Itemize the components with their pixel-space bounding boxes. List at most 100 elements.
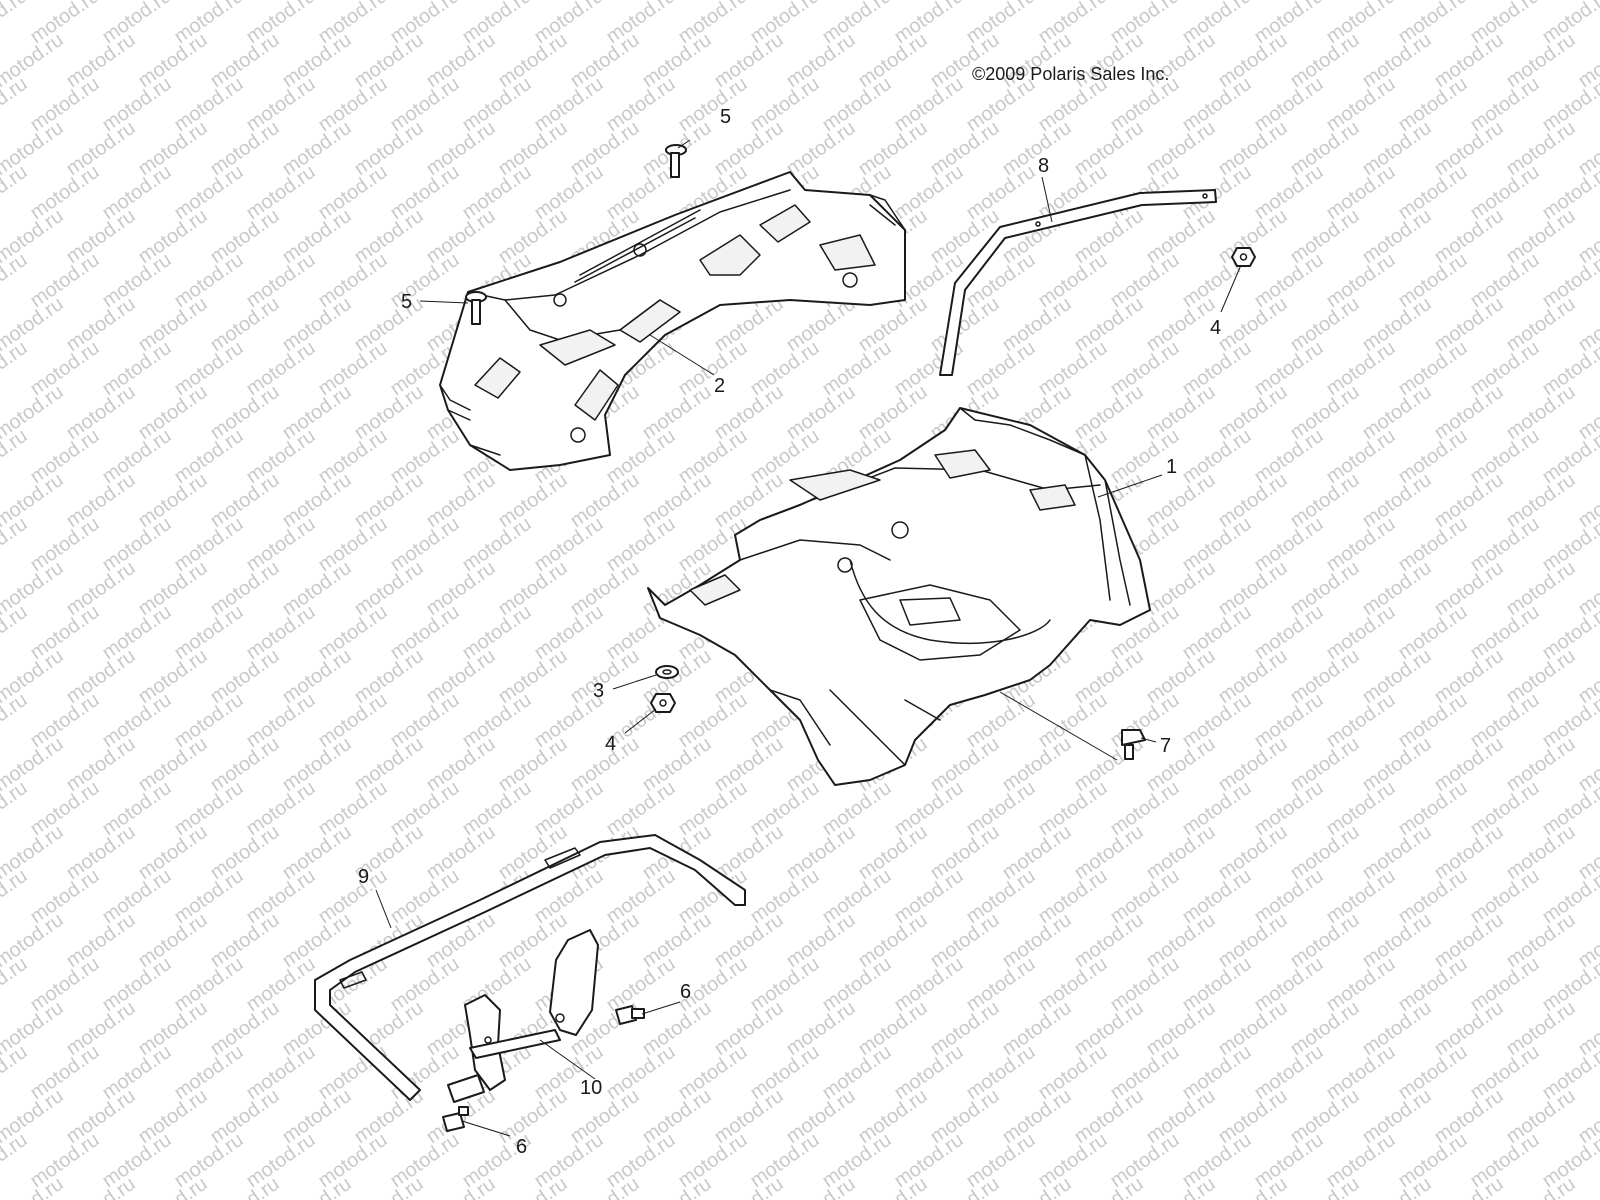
watermark-text: motod.ru [1502, 821, 1579, 884]
part-4-nut-right[interactable] [1231, 247, 1256, 267]
part-2-rear-rack[interactable] [439, 171, 906, 471]
watermark-text: motod.ru [242, 161, 319, 224]
watermark-text: motod.ru [1250, 953, 1327, 1016]
part-7-rivet[interactable] [1121, 729, 1146, 760]
watermark-text: motod.ru [998, 293, 1075, 356]
watermark-text: motod.ru [134, 469, 211, 532]
watermark-text: motod.ru [602, 865, 679, 928]
watermark-text: motod.ru [314, 161, 391, 224]
watermark-text: motod.ru [1214, 469, 1291, 532]
watermark-text: motod.ru [206, 381, 283, 444]
watermark-text: motod.ru [1286, 469, 1363, 532]
watermark-text: motod.ru [98, 249, 175, 312]
watermark-text: motod.ru [1358, 909, 1435, 972]
callout-7: 7 [1160, 735, 1171, 757]
watermark-text: motod.ru [1394, 249, 1471, 312]
watermark-text: motod.ru [638, 1085, 715, 1148]
watermark-text: motod.ru [566, 557, 643, 620]
watermark-text: motod.ru [1322, 73, 1399, 136]
part-5-bolt-top[interactable] [665, 144, 687, 178]
part-3-washer[interactable] [655, 665, 679, 679]
watermark-text: motod.ru [1034, 865, 1111, 928]
watermark-text: motod.ru [350, 469, 427, 532]
watermark-text: motod.ru [1394, 1041, 1471, 1104]
watermark-text: motod.ru [1322, 601, 1399, 664]
watermark-text: motod.ru [602, 953, 679, 1016]
watermark-text: motod.ru [710, 733, 787, 796]
watermark-text: motod.ru [602, 1129, 679, 1192]
watermark-text: motod.ru [962, 337, 1039, 400]
watermark-text: motod.ru [1394, 73, 1471, 136]
watermark-text: motod.ru [1142, 909, 1219, 972]
watermark-text: motod.ru [206, 293, 283, 356]
part-4-nut-center[interactable] [650, 693, 676, 713]
watermark-text: motod.ru [1214, 557, 1291, 620]
watermark-text: motod.ru [1466, 161, 1543, 224]
watermark-text: motod.ru [1178, 425, 1255, 488]
watermark-text: motod.ru [782, 1085, 859, 1148]
watermark-text: motod.ru [494, 645, 571, 708]
watermark-text: motod.ru [458, 161, 535, 224]
watermark-text: motod.ru [62, 117, 139, 180]
watermark-text: motod.ru [170, 689, 247, 752]
watermark-text: motod.ru [1466, 953, 1543, 1016]
watermark-text: motod.ru [1286, 117, 1363, 180]
watermark-text: motod.ru [710, 997, 787, 1060]
watermark-text: motod.ru [98, 337, 175, 400]
watermark-text: motod.ru [1286, 821, 1363, 884]
watermark-text: motod.ru [1286, 381, 1363, 444]
part-6-bolt-left[interactable] [442, 1106, 469, 1132]
callout-5-left: 5 [401, 291, 412, 313]
watermark-text: motod.ru [602, 73, 679, 136]
watermark-text: motod.ru [350, 293, 427, 356]
watermark-text: motod.ru [1070, 293, 1147, 356]
watermark-text: motod.ru [1286, 645, 1363, 708]
watermark-text: motod.ru [134, 293, 211, 356]
watermark-text: motod.ru [854, 997, 931, 1060]
watermark-text: motod.ru [926, 821, 1003, 884]
watermark-text: motod.ru [62, 997, 139, 1060]
watermark-text: motod.ru [1070, 1085, 1147, 1148]
watermark-text: motod.ru [26, 601, 103, 664]
part-6-bolt-right[interactable] [615, 1005, 645, 1025]
watermark-text: motod.ru [1106, 337, 1183, 400]
part-9-bumper[interactable] [314, 834, 746, 1101]
watermark-text: motod.ru [782, 997, 859, 1060]
watermark-text: motod.ru [278, 293, 355, 356]
part-5-bolt-left[interactable] [465, 291, 487, 325]
watermark-text: motod.ru [1358, 557, 1435, 620]
watermark-text: motod.ru [1142, 733, 1219, 796]
part-1-rear-cab[interactable] [647, 407, 1151, 786]
watermark-text: motod.ru [1502, 469, 1579, 532]
watermark-text: motod.ru [1250, 1041, 1327, 1104]
watermark-text: motod.ru [1142, 205, 1219, 268]
watermark-text: motod.ru [350, 381, 427, 444]
watermark-text: motod.ru [1070, 117, 1147, 180]
callout-2: 2 [714, 375, 725, 397]
watermark-text: motod.ru [818, 953, 895, 1016]
watermark-text: motod.ru [278, 645, 355, 708]
watermark-text: motod.ru [566, 1085, 643, 1148]
watermark-text: motod.ru [0, 777, 32, 840]
watermark-text: motod.ru [1430, 29, 1507, 92]
watermark-text: motod.ru [746, 1129, 823, 1192]
callout-10: 10 [580, 1077, 602, 1099]
watermark-text: motod.ru [134, 29, 211, 92]
part-8-rail[interactable] [939, 189, 1217, 376]
watermark-text: motod.ru [1394, 601, 1471, 664]
watermark-text: motod.ru [206, 733, 283, 796]
watermark-text: motod.ru [314, 689, 391, 752]
watermark-text: motod.ru [170, 777, 247, 840]
watermark-text: motod.ru [1178, 73, 1255, 136]
part-10-bracket[interactable] [447, 929, 599, 1103]
watermark-text: motod.ru [854, 29, 931, 92]
watermark-text: motod.ru [62, 293, 139, 356]
watermark-text: motod.ru [1502, 117, 1579, 180]
watermark-text: motod.ru [1178, 1041, 1255, 1104]
watermark-text: motod.ru [530, 1129, 607, 1192]
watermark-text: motod.ru [1430, 205, 1507, 268]
watermark-text: motod.ru [134, 909, 211, 972]
watermark-text: motod.ru [278, 29, 355, 92]
watermark-text: motod.ru [1358, 29, 1435, 92]
watermark-text: motod.ru [998, 1085, 1075, 1148]
